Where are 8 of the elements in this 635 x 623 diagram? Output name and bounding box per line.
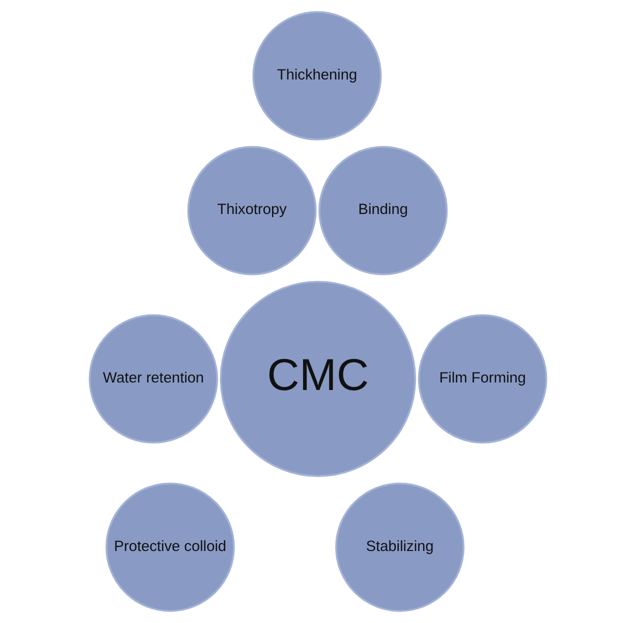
node-circle: Film Forming	[417, 314, 547, 444]
node-circle: Binding	[318, 146, 448, 276]
node-circle: Thixotropy	[186, 146, 316, 276]
node-circle: CMC	[219, 280, 416, 478]
node-circle: Thickhening	[252, 11, 382, 140]
node-circle: Stabilizing	[334, 482, 464, 612]
node-circle: Protective colloid	[105, 482, 234, 612]
node-circle: Water retention	[88, 314, 218, 444]
